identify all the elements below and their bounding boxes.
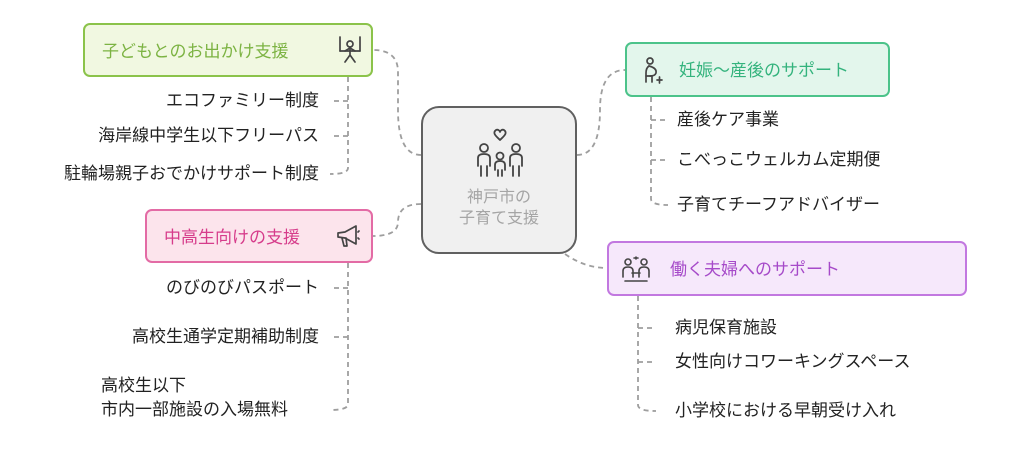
outing-item-1: エコファミリー制度 — [166, 91, 319, 111]
working-item-1: 病児保育施設 — [675, 318, 777, 338]
connector-working — [564, 253, 608, 269]
working-couple-icon — [622, 255, 650, 282]
branch-teens-label: 中高生向けの支援 — [164, 228, 300, 248]
connector-working-items — [637, 296, 657, 412]
branch-pregnancy-label: 妊娠〜産後のサポート — [679, 61, 849, 81]
central-topic-title: 神戸市の 子育て支援 — [458, 187, 539, 227]
teens-item-3: 高校生以下 市内一部施設の入場無料 — [101, 374, 288, 422]
teens-item-3-line2: 市内一部施設の入場無料 — [101, 400, 288, 420]
branch-working-node: 働く夫婦へのサポート — [607, 241, 967, 296]
megaphone-icon — [337, 225, 360, 247]
branch-outing-node: 子どもとのお出かけ支援 — [83, 23, 373, 77]
connector-outing-items — [329, 77, 349, 175]
pregnancy-item-2: こべっこウェルカム定期便 — [677, 150, 881, 170]
working-item-3: 小学校における早朝受け入れ — [675, 401, 896, 421]
working-item-2: 女性向けコワーキングスペース — [675, 352, 911, 372]
branch-teens-node: 中高生向けの支援 — [145, 209, 373, 263]
branch-outing-label: 子どもとのお出かけ支援 — [102, 42, 289, 62]
teens-item-1: のびのびパスポート — [166, 278, 319, 298]
outing-item-2: 海岸線中学生以下フリーパス — [98, 126, 319, 146]
connector-pregnancy-items — [650, 97, 669, 206]
outing-item-3: 駐輪場親子おでかけサポート制度 — [64, 164, 319, 184]
family-heart-icon — [477, 128, 523, 177]
connector-teens-items — [329, 263, 349, 411]
connector-outing — [372, 49, 422, 156]
swing-icon — [339, 36, 361, 63]
teens-item-2: 高校生通学定期補助制度 — [132, 327, 319, 347]
branch-working-label: 働く夫婦へのサポート — [670, 260, 840, 280]
central-topic-node: 神戸市の 子育て支援 — [421, 106, 577, 254]
branch-pregnancy-node: 妊娠〜産後のサポート — [625, 42, 890, 97]
pregnant-person-icon — [645, 56, 663, 84]
connector-teens — [372, 203, 422, 237]
pregnancy-item-1: 産後ケア事業 — [677, 110, 779, 130]
pregnancy-item-3: 子育てチーフアドバイザー — [677, 195, 880, 215]
connector-pregnancy — [576, 69, 626, 156]
teens-item-3-line1: 高校生以下 — [101, 376, 186, 396]
